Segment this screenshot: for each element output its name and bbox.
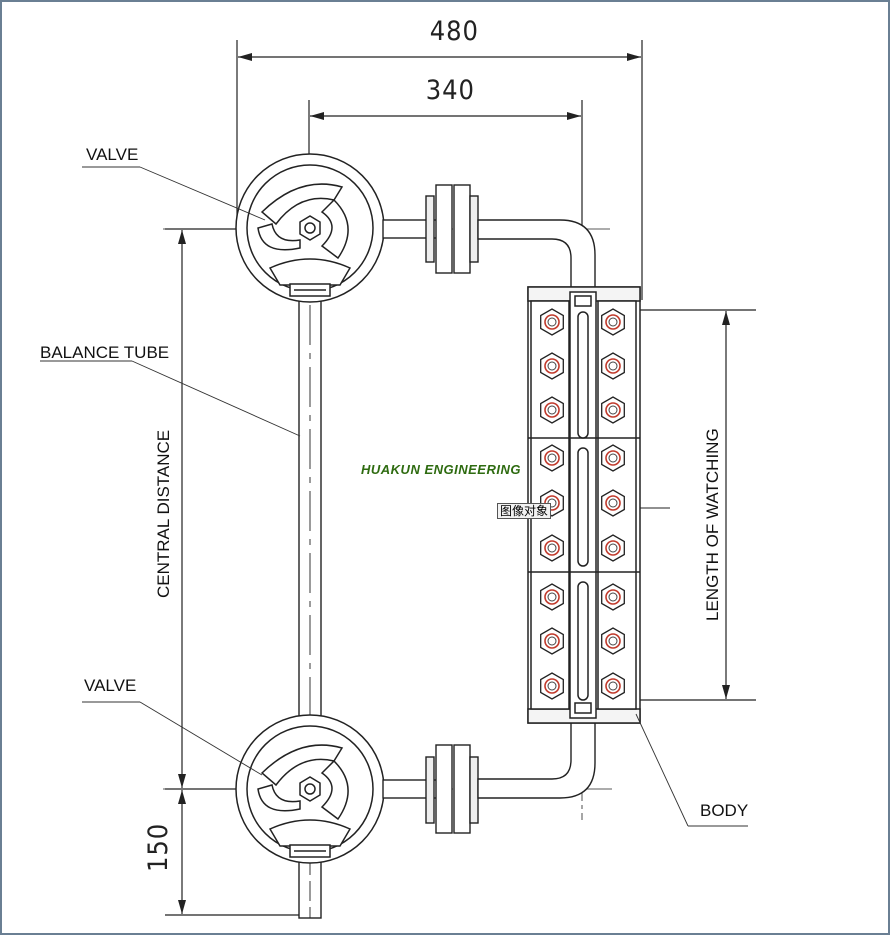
sight-glass-2 (577, 447, 589, 567)
central-distance-label: CENTRAL DISTANCE (154, 429, 173, 598)
dim-480-label: 480 (429, 16, 479, 47)
bolt-2 (540, 352, 564, 380)
bolt-15 (601, 534, 625, 562)
balance-tube (298, 299, 322, 919)
bolt-11 (601, 352, 625, 380)
valve-top-label: VALVE (86, 145, 139, 164)
bolt-12 (601, 396, 625, 424)
valve-top-leader (139, 166, 266, 221)
valve-bottom-wheel (235, 714, 385, 864)
top-flange-pipe (382, 184, 596, 293)
body-leader (635, 713, 689, 827)
valve-bottom-leader (139, 701, 263, 776)
watermark-text: HUAKUN ENGINEERING (361, 462, 521, 477)
image-object-tag: 图像对象 (497, 503, 552, 519)
bolt-1 (540, 308, 564, 336)
dim-150-label: 150 (143, 822, 174, 872)
bolt-16 (601, 583, 625, 611)
valve-bottom-label: VALVE (84, 676, 137, 695)
balance-tube-leader (131, 360, 301, 437)
bolt-18 (601, 672, 625, 700)
valve-top-wheel (235, 153, 385, 303)
body-label: BODY (700, 801, 749, 820)
bottom-flange-pipe (382, 721, 596, 834)
bolt-7 (540, 583, 564, 611)
bolt-14 (601, 489, 625, 517)
dim-340-label: 340 (425, 75, 475, 106)
bolt-8 (540, 627, 564, 655)
length-of-watching-label: LENGTH OF WATCHING (703, 428, 722, 621)
sight-glass-1 (577, 311, 589, 439)
bolt-10 (601, 308, 625, 336)
sight-glass-3 (577, 581, 589, 701)
bolt-6 (540, 534, 564, 562)
bolt-17 (601, 627, 625, 655)
bolt-13 (601, 444, 625, 472)
bolt-4 (540, 444, 564, 472)
balance-tube-label: BALANCE TUBE (40, 343, 170, 362)
bolt-9 (540, 672, 564, 700)
bolt-3 (540, 396, 564, 424)
